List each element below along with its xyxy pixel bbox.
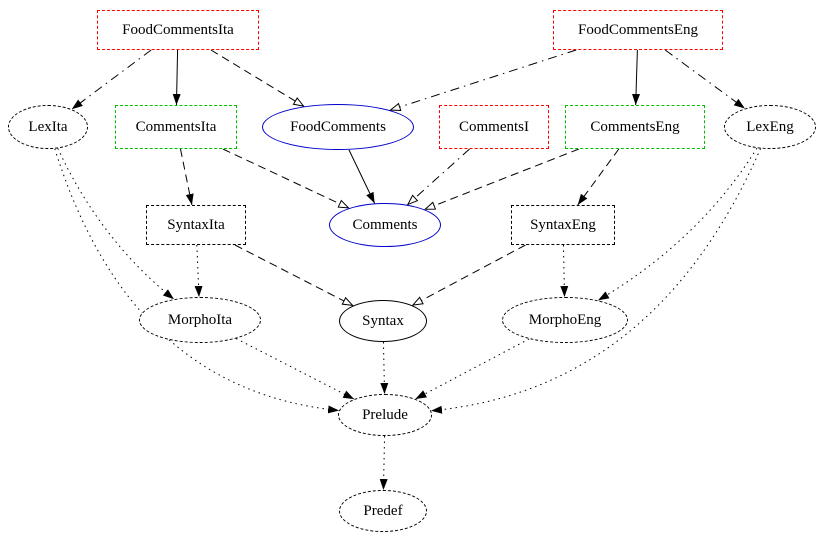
node-label: CommentsI [459, 118, 529, 135]
node-CommentsIta: CommentsIta [115, 105, 237, 149]
edge-FoodCommentsIta-FoodComments [210, 49, 305, 107]
node-SyntaxIta: SyntaxIta [146, 205, 246, 245]
node-FoodComments: FoodComments [262, 104, 414, 150]
node-Predef: Predef [339, 490, 427, 532]
node-label: MorphoIta [167, 311, 233, 328]
node-label: FoodCommentsIta [122, 21, 234, 38]
node-CommentsEng: CommentsEng [565, 105, 705, 149]
node-LexIta: LexIta [8, 105, 88, 149]
node-label: Syntax [362, 312, 404, 329]
edge-LexEng-MorphoEng [597, 147, 758, 301]
node-label: FoodCommentsEng [577, 21, 698, 38]
node-label: Comments [352, 216, 418, 233]
edge-SyntaxEng-MorphoEng [560, 244, 569, 298]
node-label: Predef [363, 502, 403, 519]
edge-CommentsI-Comments [406, 148, 470, 206]
node-Comments: Comments [329, 203, 441, 247]
node-MorphoEng: MorphoEng [502, 297, 628, 343]
edge-FoodCommentsEng-CommentsEng [632, 49, 641, 106]
node-label: SyntaxEng [530, 216, 596, 233]
node-label: LexIta [28, 118, 68, 135]
edge-FoodCommentsIta-LexIta [71, 49, 152, 110]
node-SyntaxEng: SyntaxEng [511, 205, 615, 245]
edge-FoodCommentsEng-LexEng [664, 49, 746, 109]
edge-Prelude-Predef [379, 435, 388, 491]
edge-Syntax-Prelude [380, 341, 389, 395]
edge-MorphoIta-Prelude [235, 338, 355, 400]
node-MorphoIta: MorphoIta [139, 297, 261, 343]
node-Syntax: Syntax [339, 300, 427, 342]
node-FoodCommentsIta: FoodCommentsIta [97, 10, 259, 50]
edge-FoodCommentsEng-FoodComments [389, 49, 577, 112]
node-label: CommentsIta [135, 118, 217, 135]
node-FoodCommentsEng: FoodCommentsEng [553, 10, 723, 50]
node-label: Prelude [362, 406, 408, 423]
edge-FoodCommentsIta-CommentsIta [172, 49, 181, 106]
edge-MorphoEng-Prelude [415, 338, 530, 400]
edge-CommentsEng-SyntaxEng [577, 148, 620, 206]
edge-LexIta-Prelude [54, 148, 340, 414]
node-Prelude: Prelude [338, 394, 432, 436]
edge-SyntaxEng-Syntax [411, 244, 526, 306]
node-label: CommentsEng [590, 118, 680, 135]
edge-SyntaxIta-Syntax [234, 244, 354, 307]
node-CommentsI: CommentsI [439, 105, 549, 149]
node-label: LexEng [746, 118, 794, 135]
edge-CommentsIta-SyntaxIta [180, 148, 194, 206]
node-label: SyntaxIta [167, 216, 225, 233]
node-label: FoodComments [290, 118, 386, 135]
node-LexEng: LexEng [724, 105, 816, 149]
node-label: MorphoEng [528, 311, 602, 328]
edge-FoodComments-Comments [348, 149, 376, 204]
edge-SyntaxIta-MorphoIta [194, 244, 203, 298]
edge-LexEng-Prelude [430, 148, 762, 414]
edge-CommentsEng-Comments [423, 148, 580, 210]
edge-CommentsIta-Comments [222, 148, 350, 209]
